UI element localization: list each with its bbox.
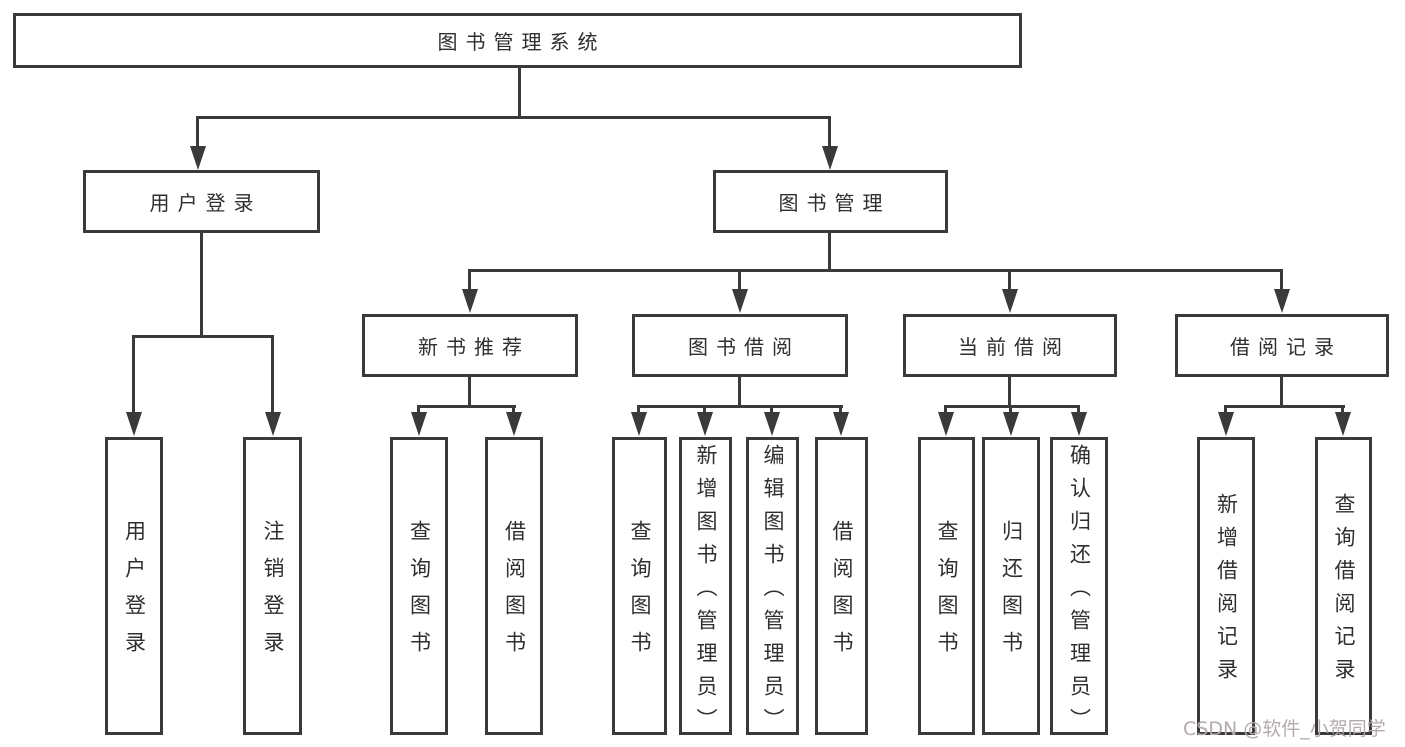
connector-line [132,337,135,415]
leaf-cb-query-books-label: 查询图书 [935,520,959,668]
arrow-down-icon [697,412,713,436]
leaf-cb-return-books: 归还图书 [982,437,1040,735]
leaf-bb-borrow-books: 借阅图书 [815,437,868,735]
connector-line [1008,271,1011,293]
leaf-cb-confirm-return: 确认归还（管理员） [1050,437,1108,741]
node-book-mgmt: 图书管理 [713,170,948,233]
leaf-nb-borrow-books: 借阅图书 [485,437,543,735]
connector-line [196,116,831,119]
arrow-down-icon [462,289,478,313]
connector-line [1280,271,1283,293]
leaf-nb-query-books: 查询图书 [390,437,448,735]
leaf-br-add-record: 新增借阅记录 [1197,437,1255,735]
leaf-br-add-record-label: 新增借阅记录 [1214,493,1239,691]
connector-line [468,269,1283,272]
connector-line [468,377,471,407]
node-current-borrow: 当前借阅 [903,314,1117,377]
leaf-bb-borrow-books-label: 借阅图书 [830,520,854,668]
arrow-down-icon [938,412,954,436]
connector-line [200,233,203,337]
connector-line [738,377,741,407]
connector-line [828,233,831,271]
leaf-logout-label: 注销登录 [261,520,285,668]
leaf-bb-edit-books: 编辑图书（管理员） [746,437,799,741]
node-book-borrow: 图书借阅 [632,314,848,377]
connector-line [196,118,199,150]
leaf-bb-query-books-label: 查询图书 [628,520,652,668]
leaf-br-query-record-label: 查询借阅记录 [1332,493,1356,691]
node-user-login-label: 用户登录 [149,191,262,215]
leaf-bb-query-books: 查询图书 [612,437,667,735]
leaf-cb-query-books: 查询图书 [918,437,975,735]
arrow-down-icon [764,412,780,436]
connector-line [637,405,843,408]
arrow-down-icon [1003,412,1019,436]
arrow-down-icon [822,146,838,170]
node-root: 图书管理系统 [13,13,1022,68]
node-book-mgmt-label: 图书管理 [778,191,891,215]
connector-line [1224,405,1345,408]
arrow-down-icon [631,412,647,436]
arrow-down-icon [1071,412,1087,436]
arrow-down-icon [1002,289,1018,313]
arrow-down-icon [732,289,748,313]
arrow-down-icon [265,412,281,436]
arrow-down-icon [833,412,849,436]
node-borrow-records: 借阅记录 [1175,314,1389,377]
arrow-down-icon [506,412,522,436]
arrow-down-icon [1274,289,1290,313]
leaf-user-login: 用户登录 [105,437,163,735]
node-new-books: 新书推荐 [362,314,578,377]
node-borrow-records-label: 借阅记录 [1230,335,1342,359]
node-current-borrow-label: 当前借阅 [958,335,1070,359]
arrow-down-icon [190,146,206,170]
connector-line [738,271,741,293]
arrow-down-icon [1218,412,1234,436]
arrow-down-icon [126,412,142,436]
arrow-down-icon [1335,412,1351,436]
leaf-br-query-record: 查询借阅记录 [1315,437,1372,735]
leaf-bb-add-books: 新增图书（管理员） [679,437,732,741]
arrow-down-icon [411,412,427,436]
connector-line [271,337,274,415]
leaf-logout: 注销登录 [243,437,302,735]
leaf-bb-edit-books-label: 编辑图书（管理员） [761,443,785,741]
node-book-borrow-label: 图书借阅 [688,335,800,359]
connector-line [828,118,831,150]
leaf-user-login-label: 用户登录 [122,520,147,668]
leaf-cb-confirm-return-label: 确认归还（管理员） [1067,443,1092,741]
watermark: CSDN @软件_小贺同学 [1183,718,1386,740]
leaf-nb-query-books-label: 查询图书 [407,520,432,668]
connector-line [468,271,471,293]
node-root-label: 图书管理系统 [437,30,606,54]
connector-line [132,335,274,338]
connector-line [944,405,1080,408]
connector-line [1008,377,1011,407]
leaf-cb-return-books-label: 归还图书 [999,520,1024,668]
node-user-login: 用户登录 [83,170,320,233]
connector-line [417,405,516,408]
connector-line [518,68,521,118]
connector-line [1280,377,1283,407]
leaf-nb-borrow-books-label: 借阅图书 [502,520,527,668]
node-new-books-label: 新书推荐 [418,335,530,359]
leaf-bb-add-books-label: 新增图书（管理员） [694,443,718,741]
